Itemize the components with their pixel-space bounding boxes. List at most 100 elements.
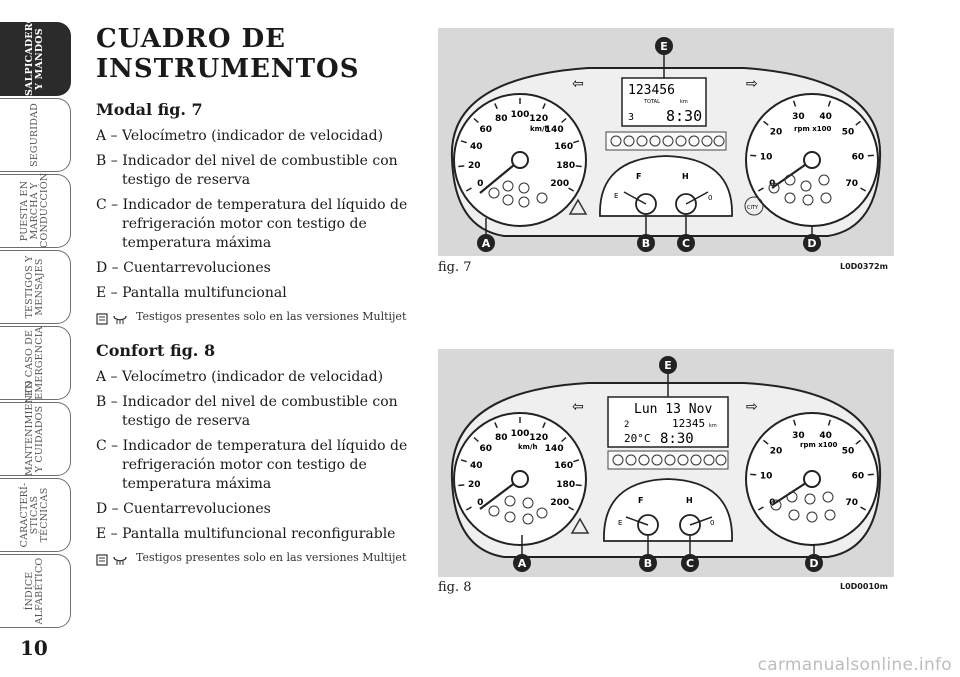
confort-heading: Confort fig. 8 [96, 341, 216, 360]
callout-a: A [482, 237, 491, 250]
speed-tick-label: 80 [495, 433, 508, 443]
tab-indice[interactable]: ÍNDICE ALFABÉTICO [0, 554, 71, 628]
speed-tick-mark [460, 459, 467, 463]
display-headlamp-level: 2 [624, 420, 629, 430]
display-km-label: km [709, 423, 717, 429]
speed-tick-label: 200 [550, 179, 569, 189]
rpm-tick-mark [792, 419, 797, 426]
figure-8-code: L0D0010m [840, 582, 888, 591]
fuel-empty-mark: E [614, 192, 618, 200]
tab-label: PUESTA EN MARCHA Y CONDUCCIÓN [19, 172, 50, 248]
speed-tick-label: 180 [556, 480, 575, 490]
fuel-temperature-gauges: E F H 0 [599, 155, 733, 217]
rpm-tick-label: 50 [842, 127, 855, 137]
speed-tick-label: 60 [480, 125, 493, 135]
speed-tick-label: 100 [511, 429, 530, 439]
tab-salpicadero[interactable]: SALPICADERO Y MANDOS [0, 15, 71, 96]
display-temperature: 20°C [624, 432, 651, 445]
confort-item-c: C – Indicador de temperatura del líquido… [96, 438, 408, 492]
speed-tick-mark [465, 187, 472, 192]
speed-tick-mark [575, 165, 582, 168]
rpm-tick-label: 30 [792, 112, 805, 122]
speed-tick-label: 200 [550, 498, 569, 508]
rpm-tick-mark [860, 506, 867, 511]
rpm-tick-label: 60 [852, 153, 865, 163]
speed-tick-label: 60 [480, 444, 493, 454]
speed-tick-mark [568, 187, 575, 192]
multifunction-display: 123456 TOTAL km 3 8:30 [621, 77, 707, 127]
modal-note: Testigos presentes solo en las versiones… [96, 311, 410, 325]
tab-emergencia[interactable]: EN CASO DE EMERGENCIA [0, 326, 71, 400]
temp-low-mark: 0 [710, 519, 714, 527]
confort-note-text: Testigos presentes solo en las versiones… [136, 551, 407, 564]
speed-tick-mark [542, 103, 546, 110]
display-odometer: 123456 [628, 83, 675, 98]
rpm-tick-label: 0 [769, 179, 775, 189]
title-line-2: INSTRUMENTOS [96, 54, 360, 84]
confort-item-d: D – Cuentarrevoluciones [96, 501, 271, 517]
callout-d: D [807, 237, 816, 250]
speed-tick-mark [473, 117, 479, 124]
title-line-1: CUADRO DE [96, 24, 286, 54]
temp-low-mark: 0 [708, 194, 712, 202]
speed-tick-label: 120 [529, 114, 548, 124]
speed-tick-label: 140 [545, 125, 564, 135]
tab-mantenimiento[interactable]: MANTENIMIENTO Y CUIDADOS [0, 380, 71, 476]
fuel-empty-mark: E [618, 519, 622, 527]
speed-unit: km/h [518, 443, 538, 451]
preheating-icon [113, 315, 127, 324]
section-tabs: SALPICADERO Y MANDOS SEGURIDAD PUESTA EN… [0, 15, 78, 630]
display-km-label: km [680, 99, 688, 105]
callout-b: B [644, 557, 652, 570]
callout-e: E [664, 359, 672, 372]
rpm-tick-mark [855, 439, 861, 445]
preheating-icon [113, 556, 127, 565]
speed-tick-label: 160 [554, 142, 573, 152]
fuel-full-mark: F [638, 496, 643, 505]
rpm-tick-label: 20 [770, 446, 783, 456]
speed-tick-mark [473, 436, 479, 443]
text-column: CUADRO DE INSTRUMENTOS Modal fig. 7 A – … [96, 24, 410, 576]
speed-tick-mark [465, 506, 472, 511]
modal-item-d: D – Cuentarrevoluciones [96, 260, 271, 276]
tab-seguridad[interactable]: SEGURIDAD [0, 98, 71, 172]
rpm-tick-label: 70 [846, 498, 859, 508]
warning-lights-right [768, 174, 832, 206]
rpm-tick-mark [763, 120, 769, 126]
rpm-tick-label: 10 [760, 472, 773, 482]
rpm-tick-mark [757, 506, 764, 511]
tab-puesta-en-marcha[interactable]: PUESTA EN MARCHA Y CONDUCCIÓN [0, 172, 71, 248]
tab-label: ÍNDICE ALFABÉTICO [24, 557, 45, 625]
turn-right-indicator-icon: ⇨ [746, 399, 758, 415]
city-button-label: CITY [747, 205, 759, 211]
tab-label: MANTENIMIENTO Y CUIDADOS [24, 380, 45, 476]
speed-tick-label: 20 [468, 480, 481, 490]
tab-caracteristicas[interactable]: CARACTERÍ- STICAS TÉCNICAS [0, 478, 71, 552]
figure-7-code: L0D0372m [840, 262, 888, 271]
speed-tick-mark [458, 165, 465, 168]
speed-tick-label: 140 [545, 444, 564, 454]
speed-tick-mark [494, 422, 498, 429]
speed-tick-label: 40 [470, 142, 483, 152]
rpm-tick-mark [827, 100, 832, 107]
speed-tick-label: 160 [554, 461, 573, 471]
display-clock: 8:30 [660, 431, 694, 447]
fuel-temperature-gauges: E F H 0 [603, 478, 733, 542]
hazard-warning-icon [568, 198, 588, 215]
rpm-unit: rpm x100 [800, 441, 837, 449]
turn-left-indicator-icon: ⇦ [572, 399, 584, 415]
display-headlamp-level: 3 [628, 112, 634, 123]
tab-testigos[interactable]: TESTIGOS Y MENSAJES [0, 250, 71, 324]
speed-tick-mark [575, 484, 582, 487]
rpm-tick-label: 0 [769, 498, 775, 508]
modal-item-b: B – Indicador del nivel de combustible c… [96, 153, 398, 188]
speed-tick-label: 100 [511, 110, 530, 120]
modal-item-e: E – Pantalla multifuncional [96, 285, 287, 301]
speed-unit: km/h [530, 125, 550, 133]
callout-c: C [682, 237, 690, 250]
confort-item-b: B – Indicador del nivel de combustible c… [96, 394, 398, 429]
